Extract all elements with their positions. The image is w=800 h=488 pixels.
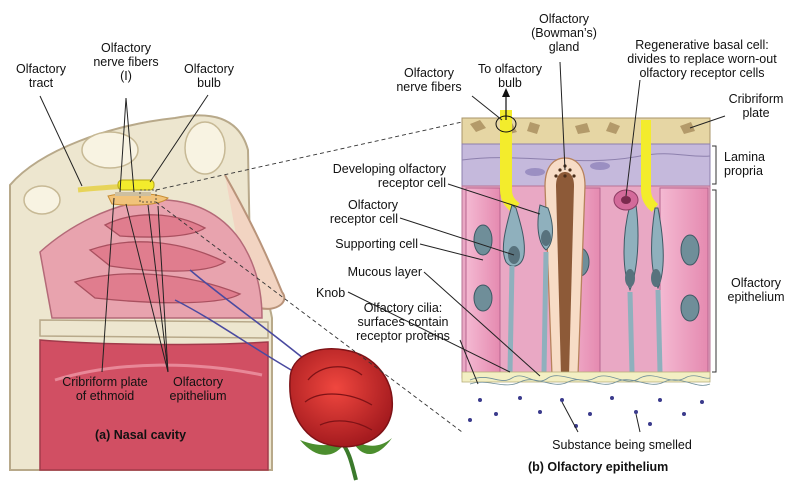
mucous-layer-strip [461, 371, 711, 383]
panel-b-leaders [347, 61, 726, 433]
olfactory-cilia [469, 375, 711, 386]
caption-olfactory-epithelium: (b) Olfactory epithelium [528, 460, 669, 474]
lamina-propria-layer [461, 143, 711, 187]
epithelium-illustration [461, 88, 711, 428]
nerve-fiber-bundle [641, 120, 659, 212]
label-supporting-cell: Supporting cell [335, 237, 418, 251]
hard-palate [39, 319, 269, 339]
panel-a-leaders [39, 94, 209, 373]
label-substance-being-smelled: Substance being smelled [552, 438, 692, 452]
dendrites [507, 251, 663, 373]
olfactory-bulb-shape [117, 179, 155, 191]
middle-concha [88, 241, 227, 272]
nasal-cavity-illustration [9, 114, 393, 481]
caption-nasal-cavity: (a) Nasal cavity [95, 428, 187, 442]
rose [289, 348, 393, 481]
layer-brackets [712, 145, 717, 373]
label-mucous-layer: Mucous layer [347, 265, 422, 279]
label-knob: Knob [316, 286, 346, 300]
airflow-arrow [174, 299, 306, 379]
label-bowmans-gland: Olfactory(Bowman’s)gland [531, 12, 597, 54]
label-regenerative-basal-cell: Regenerative basal cell:divides to repla… [627, 38, 777, 80]
oral-cavity [39, 339, 269, 471]
nose-profile [224, 174, 286, 310]
odor-molecules [468, 396, 704, 428]
projection-lines [155, 121, 463, 433]
